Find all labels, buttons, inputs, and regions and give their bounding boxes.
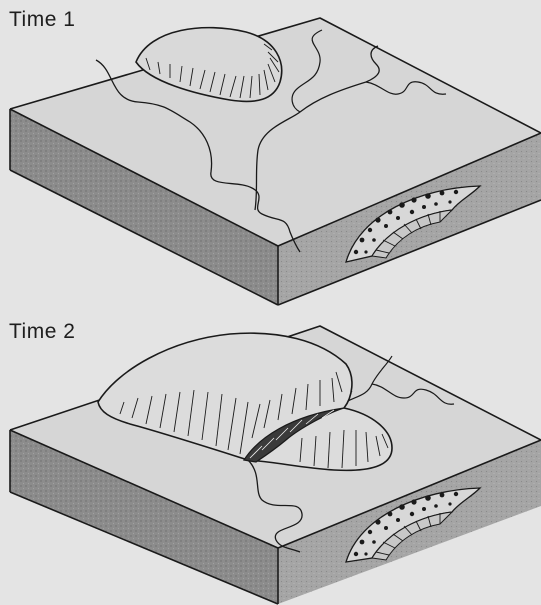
block-time-1: [10, 18, 541, 305]
block-time-2: [10, 326, 541, 604]
